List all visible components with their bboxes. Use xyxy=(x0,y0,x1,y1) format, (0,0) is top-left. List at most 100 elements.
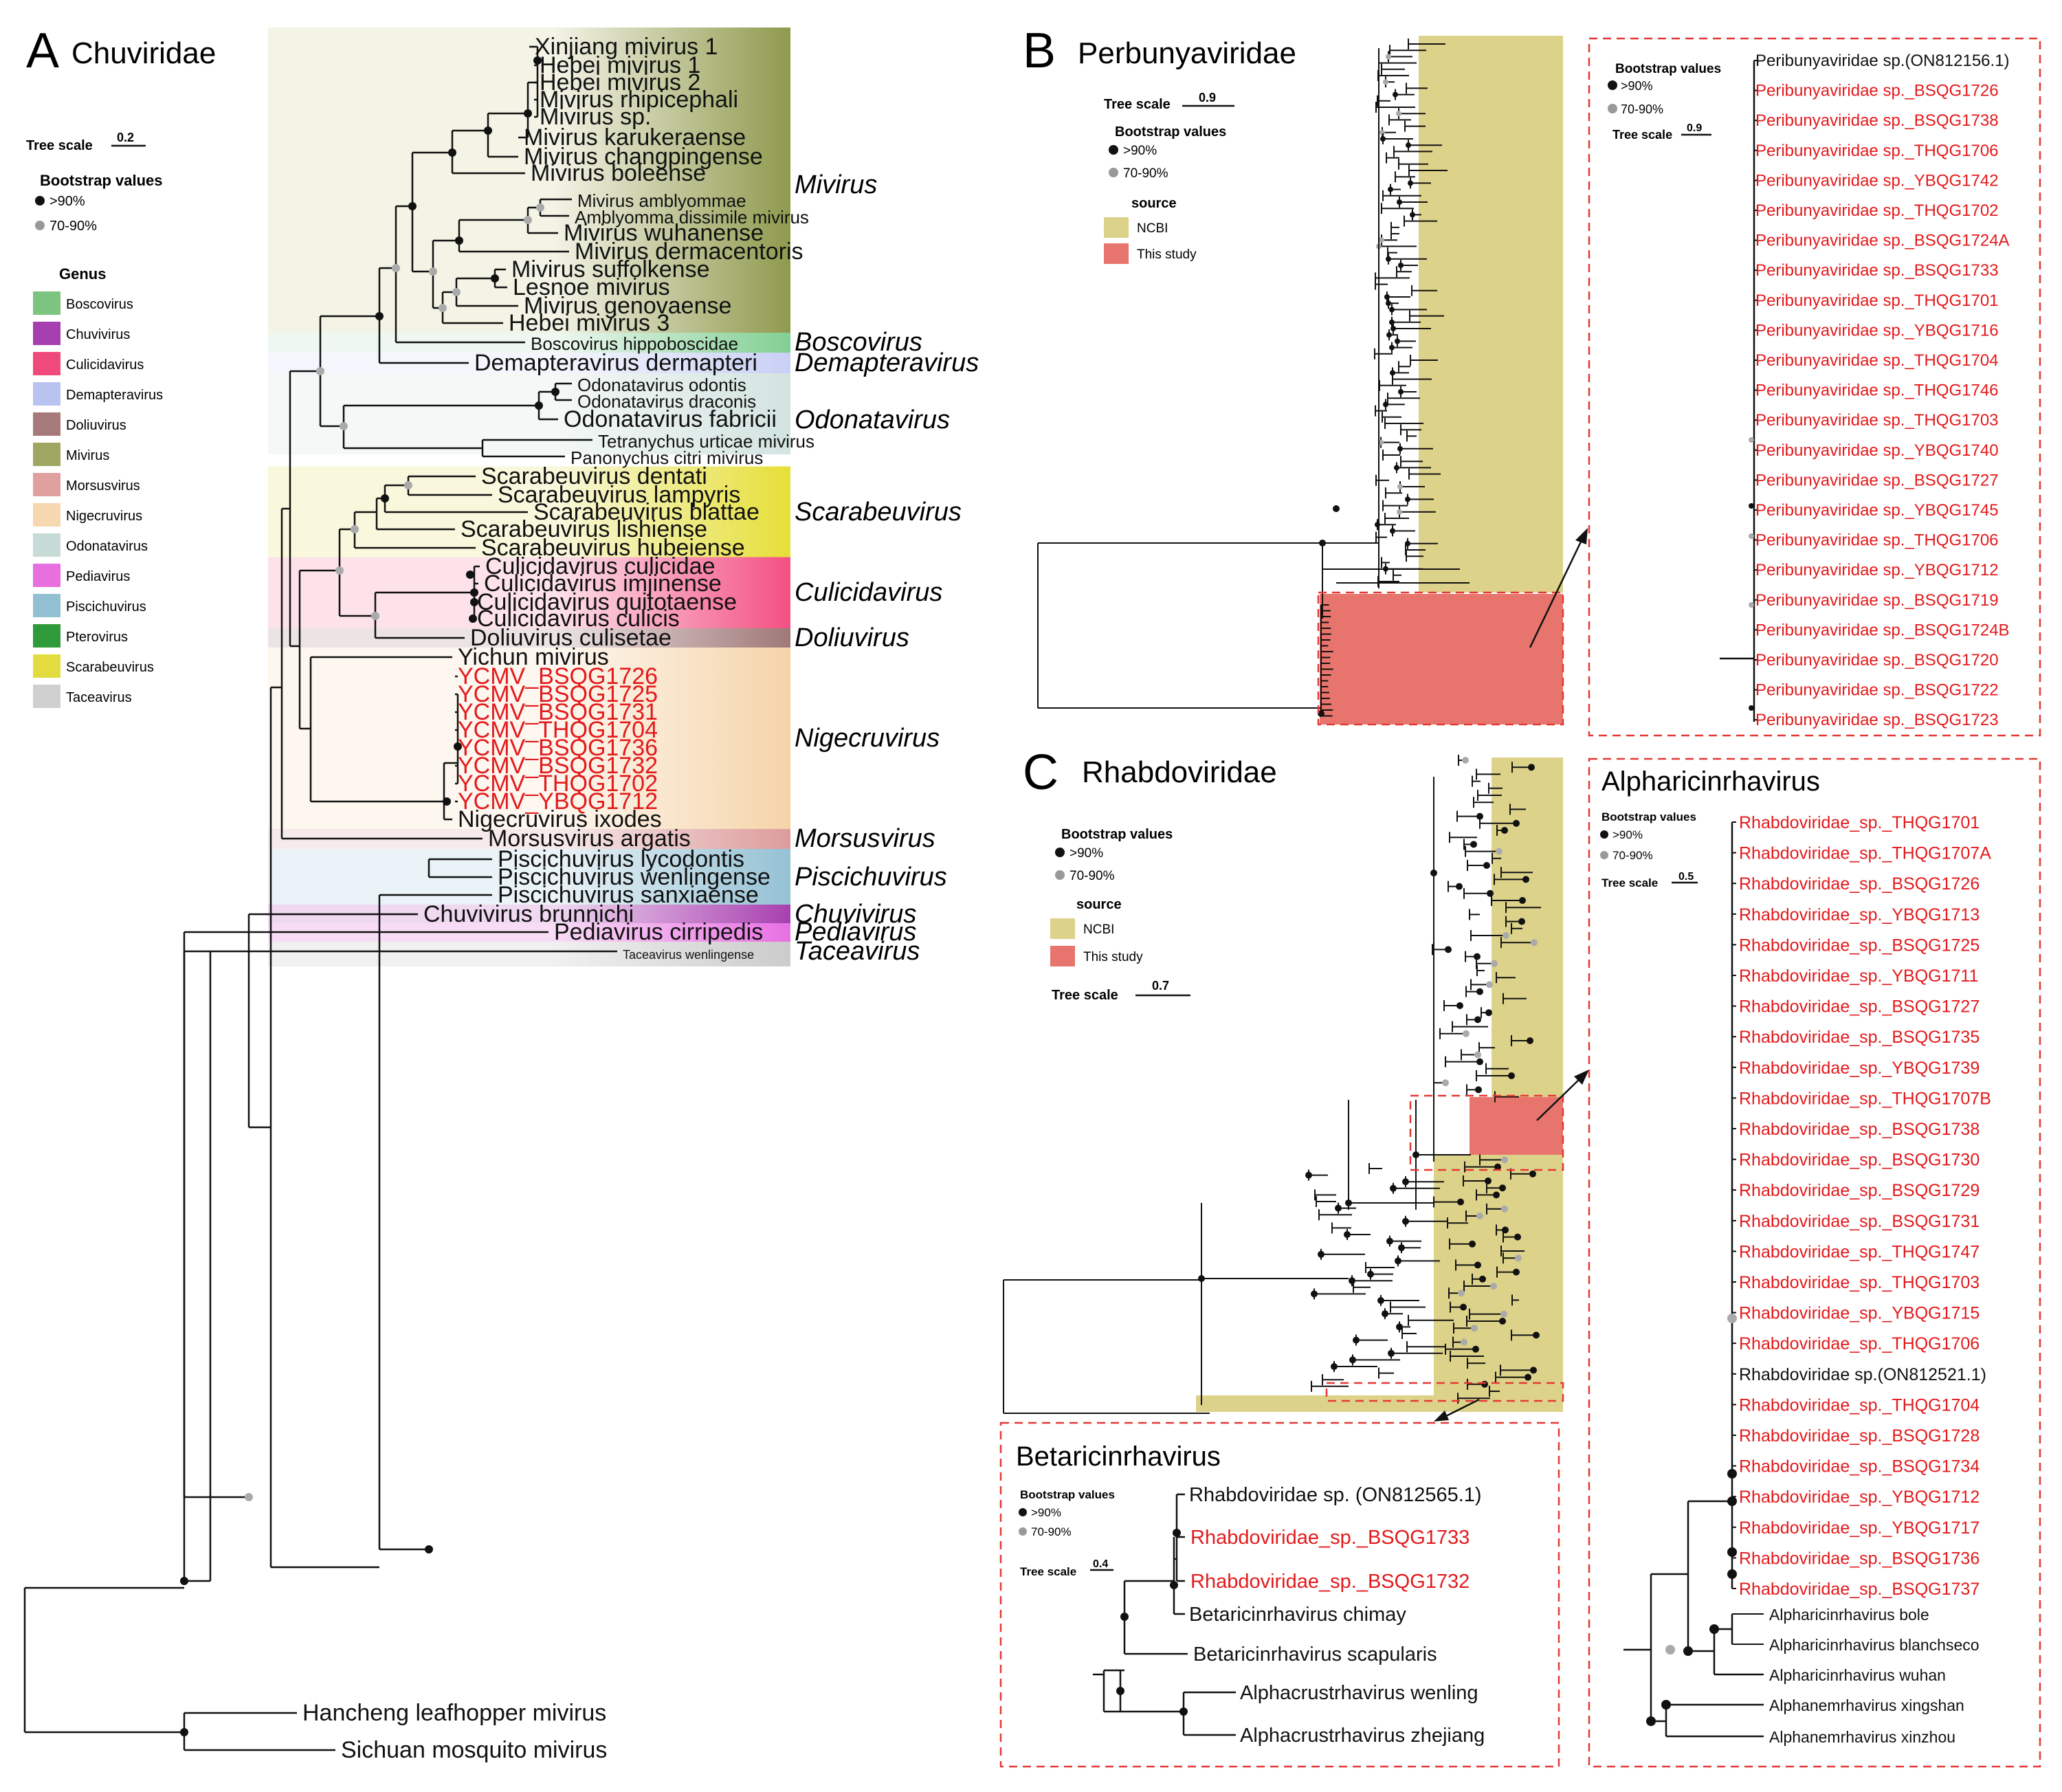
leaf-label: Peribunyaviridae sp._THQG1746 xyxy=(1755,381,1999,400)
bootstrap-node xyxy=(1396,111,1401,117)
bootstrap-node xyxy=(381,494,389,502)
bootstrap-mid-label: 70-90% xyxy=(49,219,97,234)
bootstrap-node xyxy=(1456,1002,1463,1009)
genus-legend-swatch xyxy=(33,382,60,406)
genus-legend-label: Taceavirus xyxy=(66,690,132,705)
bootstrap-node xyxy=(1749,503,1754,509)
leaf-label: Culicidavirus quitotaense xyxy=(477,589,737,615)
bootstrap-node xyxy=(1476,1058,1483,1065)
panel-b-perbunyaviridae: B Perbunyaviridae Tree scale 0.9 Bootstr… xyxy=(1023,23,2041,737)
bootstrap-node xyxy=(1398,263,1404,268)
genus-legend-swatch xyxy=(33,564,60,587)
bootstrap-node xyxy=(1499,1318,1506,1325)
genus-legend-swatch xyxy=(33,624,60,648)
panel-b-letter: B xyxy=(1023,23,1056,78)
leaf-label: Morsusvirus argatis xyxy=(488,826,691,852)
b-bootstrap-title: Bootstrap values xyxy=(1115,124,1226,140)
bootstrap-node xyxy=(1458,1290,1465,1297)
genus-legend-swatch xyxy=(33,503,60,527)
leaf-label: Mivirus changpingense xyxy=(524,144,763,170)
c-zoom-arrow-alpha xyxy=(1536,1077,1582,1121)
bootstrap-node xyxy=(1522,876,1529,883)
bootstrap-node xyxy=(335,566,344,575)
bootstrap-node xyxy=(1386,256,1391,262)
c-highlight-box-beta xyxy=(1325,1382,1564,1402)
bootstrap-node xyxy=(371,612,379,620)
bootstrap-node xyxy=(1456,883,1463,890)
leaf-label: Peribunyaviridae sp._BSQG1724A xyxy=(1755,232,2010,250)
leaf-label: Peribunyaviridae sp._THQG1703 xyxy=(1755,411,1999,430)
genus-legend-title: Genus xyxy=(59,265,106,283)
b-tree-scale-label: Tree scale xyxy=(1104,97,1171,112)
bootstrap-node xyxy=(1379,237,1384,243)
genus-legend-swatch xyxy=(33,412,60,436)
leaf-label: Hebei mivirus 2 xyxy=(540,69,700,96)
c-highlight-box-alpha xyxy=(1409,1094,1564,1171)
bootstrap-node xyxy=(1683,1646,1693,1656)
genus-legend-swatch xyxy=(33,352,60,375)
bootstrap-node xyxy=(1331,1363,1338,1370)
bootstrap-node xyxy=(1661,1700,1671,1710)
b-inset-box xyxy=(1588,37,2041,737)
c-alpha-inset-box xyxy=(1588,757,2041,1768)
bootstrap-node xyxy=(1402,1178,1409,1186)
bootstrap-node xyxy=(1395,338,1400,344)
bootstrap-node xyxy=(1493,1191,1500,1199)
bootstrap-node xyxy=(1333,505,1340,512)
leaf-label: Rhabdoviridae_sp._BSQG1734 xyxy=(1739,1457,1980,1476)
leaf-label: Mivirus rhipicephali xyxy=(540,87,738,113)
bootstrap-node xyxy=(1481,1380,1488,1388)
bootstrap-node xyxy=(1397,484,1403,489)
bootstrap-node xyxy=(1531,939,1538,947)
b-inset-mid-label: 70-90% xyxy=(1621,102,1663,116)
leaf-label: Betaricinrhavirus scapularis xyxy=(1193,1644,1437,1666)
bootstrap-node xyxy=(1349,1356,1356,1364)
bootstrap-node xyxy=(1442,1079,1449,1087)
leaf-label: Rhabdoviridae_sp._YBQG1717 xyxy=(1739,1518,1980,1538)
genus-legend-swatch xyxy=(33,685,60,708)
bootstrap-node xyxy=(1388,1349,1395,1357)
bootstrap-node xyxy=(1530,1367,1537,1374)
bootstrap-node xyxy=(1474,1261,1481,1269)
genus-legend-label: Odonatavirus xyxy=(66,539,148,554)
leaf-label: Piscichuvirus wenlingense xyxy=(498,864,771,890)
bootstrap-node xyxy=(1198,1275,1205,1282)
c-tree-scale-value: 0.7 xyxy=(1152,979,1169,993)
bootstrap-node xyxy=(1179,1707,1188,1716)
leaf-label: Rhabdoviridae_sp._BSQG1729 xyxy=(1739,1181,1980,1200)
bootstrap-node xyxy=(1390,326,1396,331)
b-inset-high-label: >90% xyxy=(1621,79,1653,93)
bootstrap-node xyxy=(1470,841,1477,848)
genus-legend-swatch xyxy=(33,473,60,496)
b-inset-scale-value: 0.9 xyxy=(1687,122,1702,134)
bootstrap-node xyxy=(1349,1277,1355,1285)
genus-label: Chuvivirus xyxy=(795,900,916,929)
bootstrap-node xyxy=(1405,496,1410,502)
leaf-label: Rhabdoviridae_sp._THQG1704 xyxy=(1739,1395,1980,1415)
genus-label: Culicidavirus xyxy=(795,578,942,607)
leaf-label: Peribunyaviridae sp._YBQG1716 xyxy=(1755,321,1999,340)
bootstrap-node xyxy=(1389,344,1395,351)
bootstrap-node xyxy=(1390,528,1395,534)
bootstrap-node xyxy=(180,1728,188,1736)
genus-labels: MivirusBoscovirusDemapteravirusOdonatavi… xyxy=(795,170,979,966)
leaf-label: Peribunyaviridae sp._BSQG1733 xyxy=(1755,261,1999,280)
leaf-label: YCMV_THQG1704 xyxy=(458,717,658,743)
bootstrap-node xyxy=(1479,1275,1486,1283)
leaf-label: Rhabdoviridae_sp._BSQG1732 xyxy=(1190,1571,1470,1593)
b-bootstrap-mid-label: 70-90% xyxy=(1123,166,1168,181)
c-source-title: source xyxy=(1076,897,1122,912)
bootstrap-node xyxy=(1514,1233,1521,1241)
leaf-label: Scarabeuvirus hubeiense xyxy=(481,535,745,561)
bootstrap-node xyxy=(1383,401,1388,408)
tree-scale-label: Tree scale xyxy=(26,138,93,153)
bootstrap-node xyxy=(1483,862,1490,869)
leaf-label: Nigecruvirus ixodes xyxy=(458,806,662,832)
leaf-label: Boscovirus hippoboscidae xyxy=(531,333,738,354)
leaf-label: Mivirus dermacentoris xyxy=(575,239,803,265)
bootstrap-node xyxy=(1646,1716,1656,1726)
leaf-label: Rhabdoviridae_sp._BSQG1737 xyxy=(1739,1580,1980,1599)
bootstrap-node xyxy=(404,481,412,489)
bootstrap-node xyxy=(1386,1237,1393,1245)
bootstrap-node xyxy=(1398,1244,1405,1252)
